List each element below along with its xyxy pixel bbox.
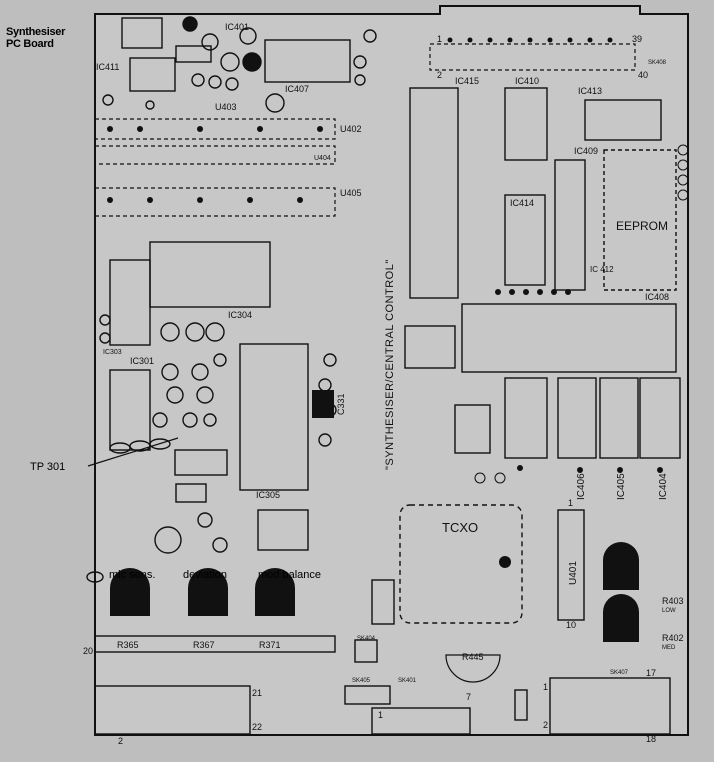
figure-heading: Synthesiser PC Board <box>6 26 65 50</box>
bottom-connectors <box>94 579 671 735</box>
label-r367: R367 <box>193 640 215 650</box>
label-ic303: IC303 <box>103 349 122 356</box>
label-low: LOW <box>662 608 676 614</box>
dashed-modules <box>94 118 336 217</box>
c331-block <box>312 390 334 418</box>
resistor-array <box>474 144 689 484</box>
label-ic415: IC415 <box>455 76 479 86</box>
label-ic407: IC407 <box>285 84 309 94</box>
label-sk405: SK405 <box>352 678 371 684</box>
module-pins <box>107 126 323 203</box>
pin-21: 21 <box>252 688 262 698</box>
pin-17: 17 <box>646 668 656 678</box>
pin-1-sk407: 1 <box>543 682 548 692</box>
pin-10: 10 <box>566 620 576 630</box>
label-ic414: IC414 <box>510 198 534 208</box>
label-sk404: SK404 <box>357 636 376 642</box>
label-r403: R403 <box>662 596 684 606</box>
pin-39: 39 <box>632 34 642 44</box>
label-med: MED <box>662 645 676 651</box>
label-ic408: IC408 <box>645 292 669 302</box>
pin-18: 18 <box>646 734 656 744</box>
eeprom-label: EEPROM <box>616 219 668 233</box>
label-ic410: IC410 <box>515 76 539 86</box>
label-u404: U404 <box>314 155 331 162</box>
label-u405: U405 <box>340 188 362 198</box>
resistor-strip <box>94 635 336 653</box>
board-title: "SYNTHESISER/CENTRAL CONTROL" <box>384 259 396 470</box>
label-ic412: IC 412 <box>590 265 614 274</box>
label-r371: R371 <box>259 640 281 650</box>
label-r402: R402 <box>662 633 684 643</box>
right-ics <box>404 87 681 459</box>
mic-sens-label: mic sens. <box>109 569 156 581</box>
label-ic301: IC301 <box>130 356 154 366</box>
label-ic305: IC305 <box>256 490 280 500</box>
potentiometers <box>110 542 639 642</box>
pin-22: 22 <box>252 722 262 732</box>
pin-2: 2 <box>437 70 442 80</box>
label-r445: R445 <box>462 652 484 662</box>
pin-2-bottom: 2 <box>118 736 123 746</box>
label-sk408: SK408 <box>648 60 667 66</box>
label-ic405: IC405 <box>616 473 627 500</box>
label-ic401: IC401 <box>225 22 249 32</box>
tcxo-module <box>399 504 523 624</box>
label-ic404: IC404 <box>658 473 669 500</box>
label-ic413: IC413 <box>578 86 602 96</box>
label-c331: C331 <box>336 393 346 415</box>
label-u401: U401 <box>568 561 579 585</box>
pin-2-sk407: 2 <box>543 720 548 730</box>
left-middle-components <box>86 241 337 583</box>
tp301-label: TP 301 <box>30 461 66 473</box>
pin-1-u401: 1 <box>568 498 573 508</box>
label-u402: U402 <box>340 124 362 134</box>
tcxo-dot <box>499 556 511 568</box>
label-ic411: IC411 <box>96 62 119 72</box>
label-ic406: IC406 <box>576 473 587 500</box>
heading-line2: PC Board <box>6 38 54 50</box>
label-ic304: IC304 <box>228 310 252 320</box>
u401-module <box>557 509 585 621</box>
label-r365: R365 <box>117 640 139 650</box>
connector-sk408 <box>429 43 636 71</box>
pin-7: 7 <box>466 692 471 702</box>
label-tcxo: TCXO <box>442 520 478 535</box>
label-sk401: SK401 <box>398 678 417 684</box>
deviation-label: deviation <box>183 569 228 581</box>
pin-40: 40 <box>638 70 648 80</box>
label-sk407: SK407 <box>610 670 629 676</box>
pin-1: 1 <box>437 34 442 44</box>
pin-1-sk401: 1 <box>378 710 383 720</box>
heading-line1: Synthesiser <box>6 26 66 38</box>
label-u403: U403 <box>215 102 237 112</box>
label-ic409: IC409 <box>574 146 598 156</box>
r445-shape <box>445 654 501 683</box>
top-left-components <box>102 16 377 113</box>
tp301-leader <box>87 437 179 467</box>
pin-20: 20 <box>83 646 93 656</box>
mod-balance-label: mod balance <box>258 569 321 581</box>
